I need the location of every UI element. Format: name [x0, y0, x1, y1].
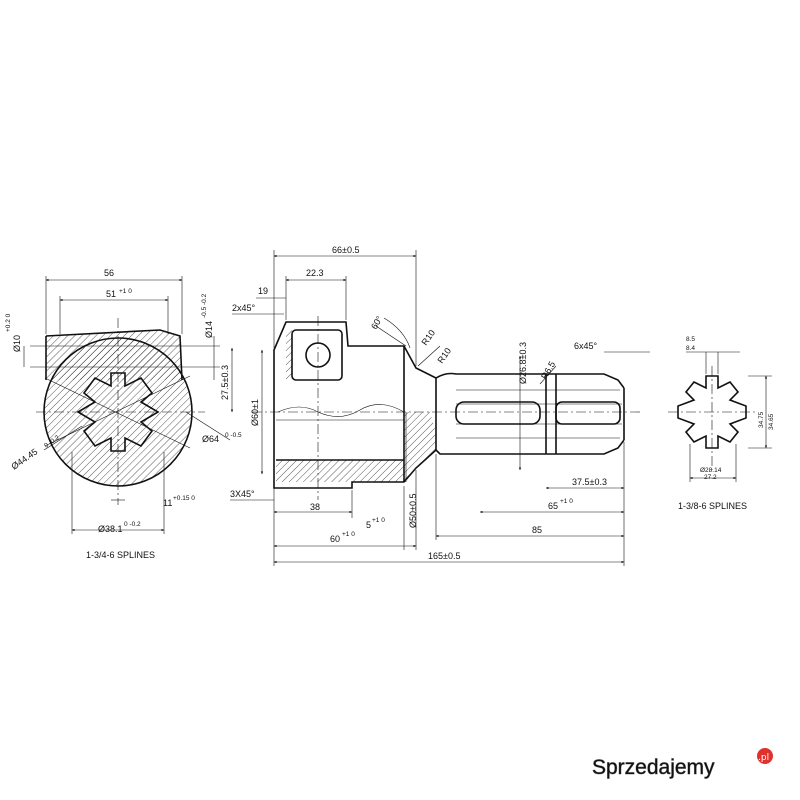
dim-11-tol: +0.15 0 — [173, 495, 195, 502]
dim-51: 51 — [106, 289, 116, 299]
dim-5: 5 — [366, 520, 371, 530]
watermark-text: Sprzedajemy — [592, 756, 715, 779]
dim-d50: Ø50±0.5 — [408, 494, 418, 528]
dim-d44: Ø44.45 — [9, 447, 39, 472]
splines-left-label: 1-3/4-6 SPLINES — [86, 550, 155, 560]
left-end-view: 56 51 +1 0 Ø10 +0.2 0 Ø14 -0.5 -0.2 27.5… — [5, 268, 242, 560]
dim-d10-tol: +0.2 0 — [5, 313, 12, 332]
radius-r10-b: R10 — [435, 346, 453, 365]
dim-8-4: 8.4 — [686, 345, 695, 352]
dim-d14: Ø14 — [204, 321, 214, 338]
dim-19: 19 — [258, 286, 268, 296]
dim-60-tol: +1 0 — [342, 531, 355, 538]
watermark-tld: .pl — [758, 753, 769, 763]
dim-d64: Ø64 — [202, 434, 219, 444]
dim-5-tol: +1 0 — [372, 517, 385, 524]
dim-d38-tol: 0 -0.2 — [124, 521, 141, 528]
dim-d26-8: Ø26.8±0.3 — [518, 342, 528, 384]
dim-d28-14: Ø28.14 — [700, 467, 722, 474]
dim-38: 38 — [310, 502, 320, 512]
dim-d60: Ø60±1 — [250, 399, 260, 426]
dim-34-75: 34.75 — [758, 411, 765, 428]
dim-60: 60 — [330, 534, 340, 544]
spline-bore — [76, 372, 160, 452]
dim-22-3: 22.3 — [306, 268, 324, 278]
dim-65-tol: +1 0 — [560, 498, 573, 505]
splines-right-label: 1-3/8-6 SPLINES — [678, 501, 747, 511]
dim-85: 85 — [532, 525, 542, 535]
dim-8-5: 8.5 — [686, 336, 695, 343]
dim-165: 165±0.5 — [428, 551, 460, 561]
dim-d10: Ø10 — [12, 335, 22, 352]
spline-shaft — [677, 375, 747, 449]
radius-r6-5: R6.5 — [539, 360, 557, 381]
dim-d34-65: 34.65 — [768, 413, 775, 430]
dim-37-5: 37.5±0.3 — [572, 477, 607, 487]
dim-3x45: 3X45° — [230, 489, 255, 499]
radius-r10-a: R10 — [419, 328, 437, 347]
watermark-dot-icon — [757, 748, 773, 764]
dim-6x45: 6x45° — [574, 341, 598, 351]
dim-d64-tol: 0 -0.5 — [225, 432, 242, 439]
right-end-view: 8.5 8.4 34.75 34.65 Ø28.14 27.2 1-3/8-6 … — [668, 336, 775, 511]
dim-66: 66±0.5 — [332, 245, 359, 255]
dim-11: 11 — [163, 498, 172, 508]
dim-27-5: 27.5±0.3 — [220, 365, 230, 400]
watermark-logo: Sprzedajemy .pl — [592, 748, 773, 779]
dim-d14-tol: -0.5 -0.2 — [201, 293, 208, 318]
angle-60: 60° — [369, 314, 385, 331]
dim-56: 56 — [104, 268, 114, 278]
dim-27-2: 27.2 — [704, 474, 717, 481]
dim-2x45: 2x45° — [232, 303, 256, 313]
dim-51-tol: +1 0 — [119, 288, 132, 295]
side-view: 66±0.5 19 22.3 2x45° 60° R10 R10 Ø60±1 3… — [230, 245, 650, 566]
dim-d38: Ø38.1 — [98, 524, 123, 534]
dim-65: 65 — [548, 501, 558, 511]
